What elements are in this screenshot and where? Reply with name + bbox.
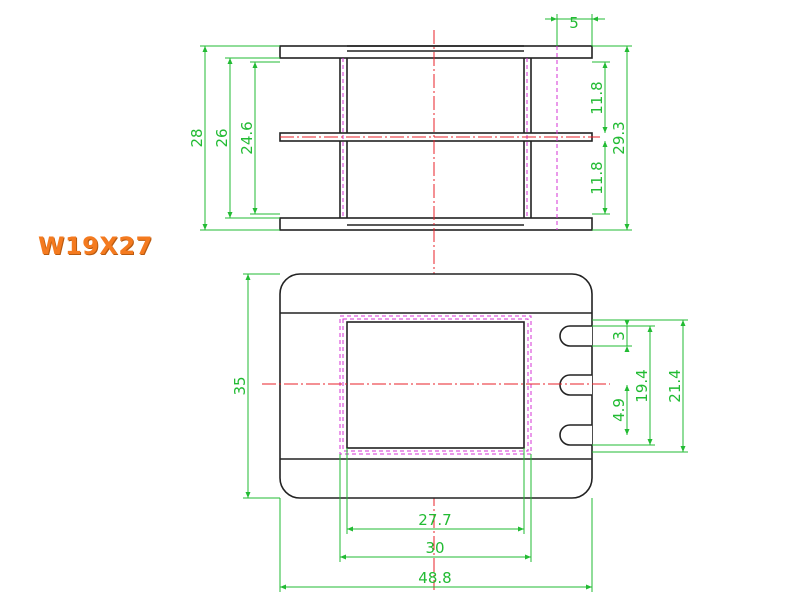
dimension-arrowhead xyxy=(602,62,608,68)
dimension-arrowhead xyxy=(624,385,630,391)
dim-label-upper-gap: 11.8 xyxy=(588,81,606,114)
pin-slot-2 xyxy=(559,374,592,396)
dim-label-bobbin-height: 35 xyxy=(231,376,249,395)
dimension-arrowhead xyxy=(592,16,598,22)
dimension-arrowhead xyxy=(245,274,251,280)
bottom-view xyxy=(243,273,688,592)
dimension-arrowhead xyxy=(680,446,686,452)
hidden-core-inner xyxy=(342,318,529,452)
hidden-core-outer xyxy=(339,315,532,455)
dimension-arrowhead xyxy=(551,16,557,22)
dim-label-slot-pitch: 4.9 xyxy=(610,398,628,422)
part-number-title: W19X27 xyxy=(38,232,153,260)
dimension-arrowhead xyxy=(252,62,258,68)
dimension-arrowhead xyxy=(647,439,653,445)
dimension-arrowhead xyxy=(602,208,608,214)
dim-label-slots-span: 19.4 xyxy=(633,369,651,402)
dimension-arrowhead xyxy=(624,46,630,52)
dim-label-height-outer: 28 xyxy=(188,128,206,147)
dim-label-total-span: 29.3 xyxy=(610,121,628,154)
dim-label-lower-gap: 11.8 xyxy=(588,161,606,194)
bobbin-outline xyxy=(279,273,593,499)
dimension-arrowhead xyxy=(624,346,630,352)
dimension-labels: 28 26 24.6 5 11.8 11.8 29.3 35 3 4.9 19.… xyxy=(188,14,684,587)
dimension-arrowhead xyxy=(347,526,353,532)
dimension-arrowhead xyxy=(602,127,608,133)
dimension-arrowhead xyxy=(680,320,686,326)
dim-label-slots-total: 21.4 xyxy=(666,369,684,402)
core-window xyxy=(346,321,525,449)
pin-slot-1 xyxy=(559,325,592,347)
dimension-arrowhead xyxy=(624,429,630,435)
dim-label-window-width: 27.7 xyxy=(418,511,451,529)
bottom-flange xyxy=(279,217,593,231)
dimension-arrowhead xyxy=(602,141,608,147)
dimension-arrowhead xyxy=(252,208,258,214)
dimension-arrowhead xyxy=(518,526,524,532)
top-view xyxy=(200,14,632,590)
dimension-arrows xyxy=(202,16,686,590)
dimension-arrowhead xyxy=(647,326,653,332)
dimension-arrowhead xyxy=(202,46,208,52)
dim-label-height-mid: 26 xyxy=(213,128,231,147)
dim-label-overall-width: 48.8 xyxy=(418,569,451,587)
dim-label-slot-width: 3 xyxy=(610,331,628,341)
top-flange xyxy=(279,45,593,59)
dimension-arrowhead xyxy=(227,212,233,218)
dimension-arrowhead xyxy=(624,224,630,230)
dimension-arrowhead xyxy=(280,584,286,590)
dimension-arrowhead xyxy=(202,224,208,230)
dimension-arrowhead xyxy=(525,554,531,560)
dimension-arrowhead xyxy=(624,320,630,326)
dimension-arrowhead xyxy=(245,492,251,498)
dimension-arrowhead xyxy=(586,584,592,590)
dimension-arrowhead xyxy=(340,554,346,560)
dim-label-height-inner: 24.6 xyxy=(238,121,256,154)
pin-slot-3 xyxy=(559,424,592,446)
dim-label-core-width: 30 xyxy=(425,539,444,557)
dim-label-pin-width: 5 xyxy=(569,14,579,32)
dimension-arrowhead xyxy=(227,58,233,64)
